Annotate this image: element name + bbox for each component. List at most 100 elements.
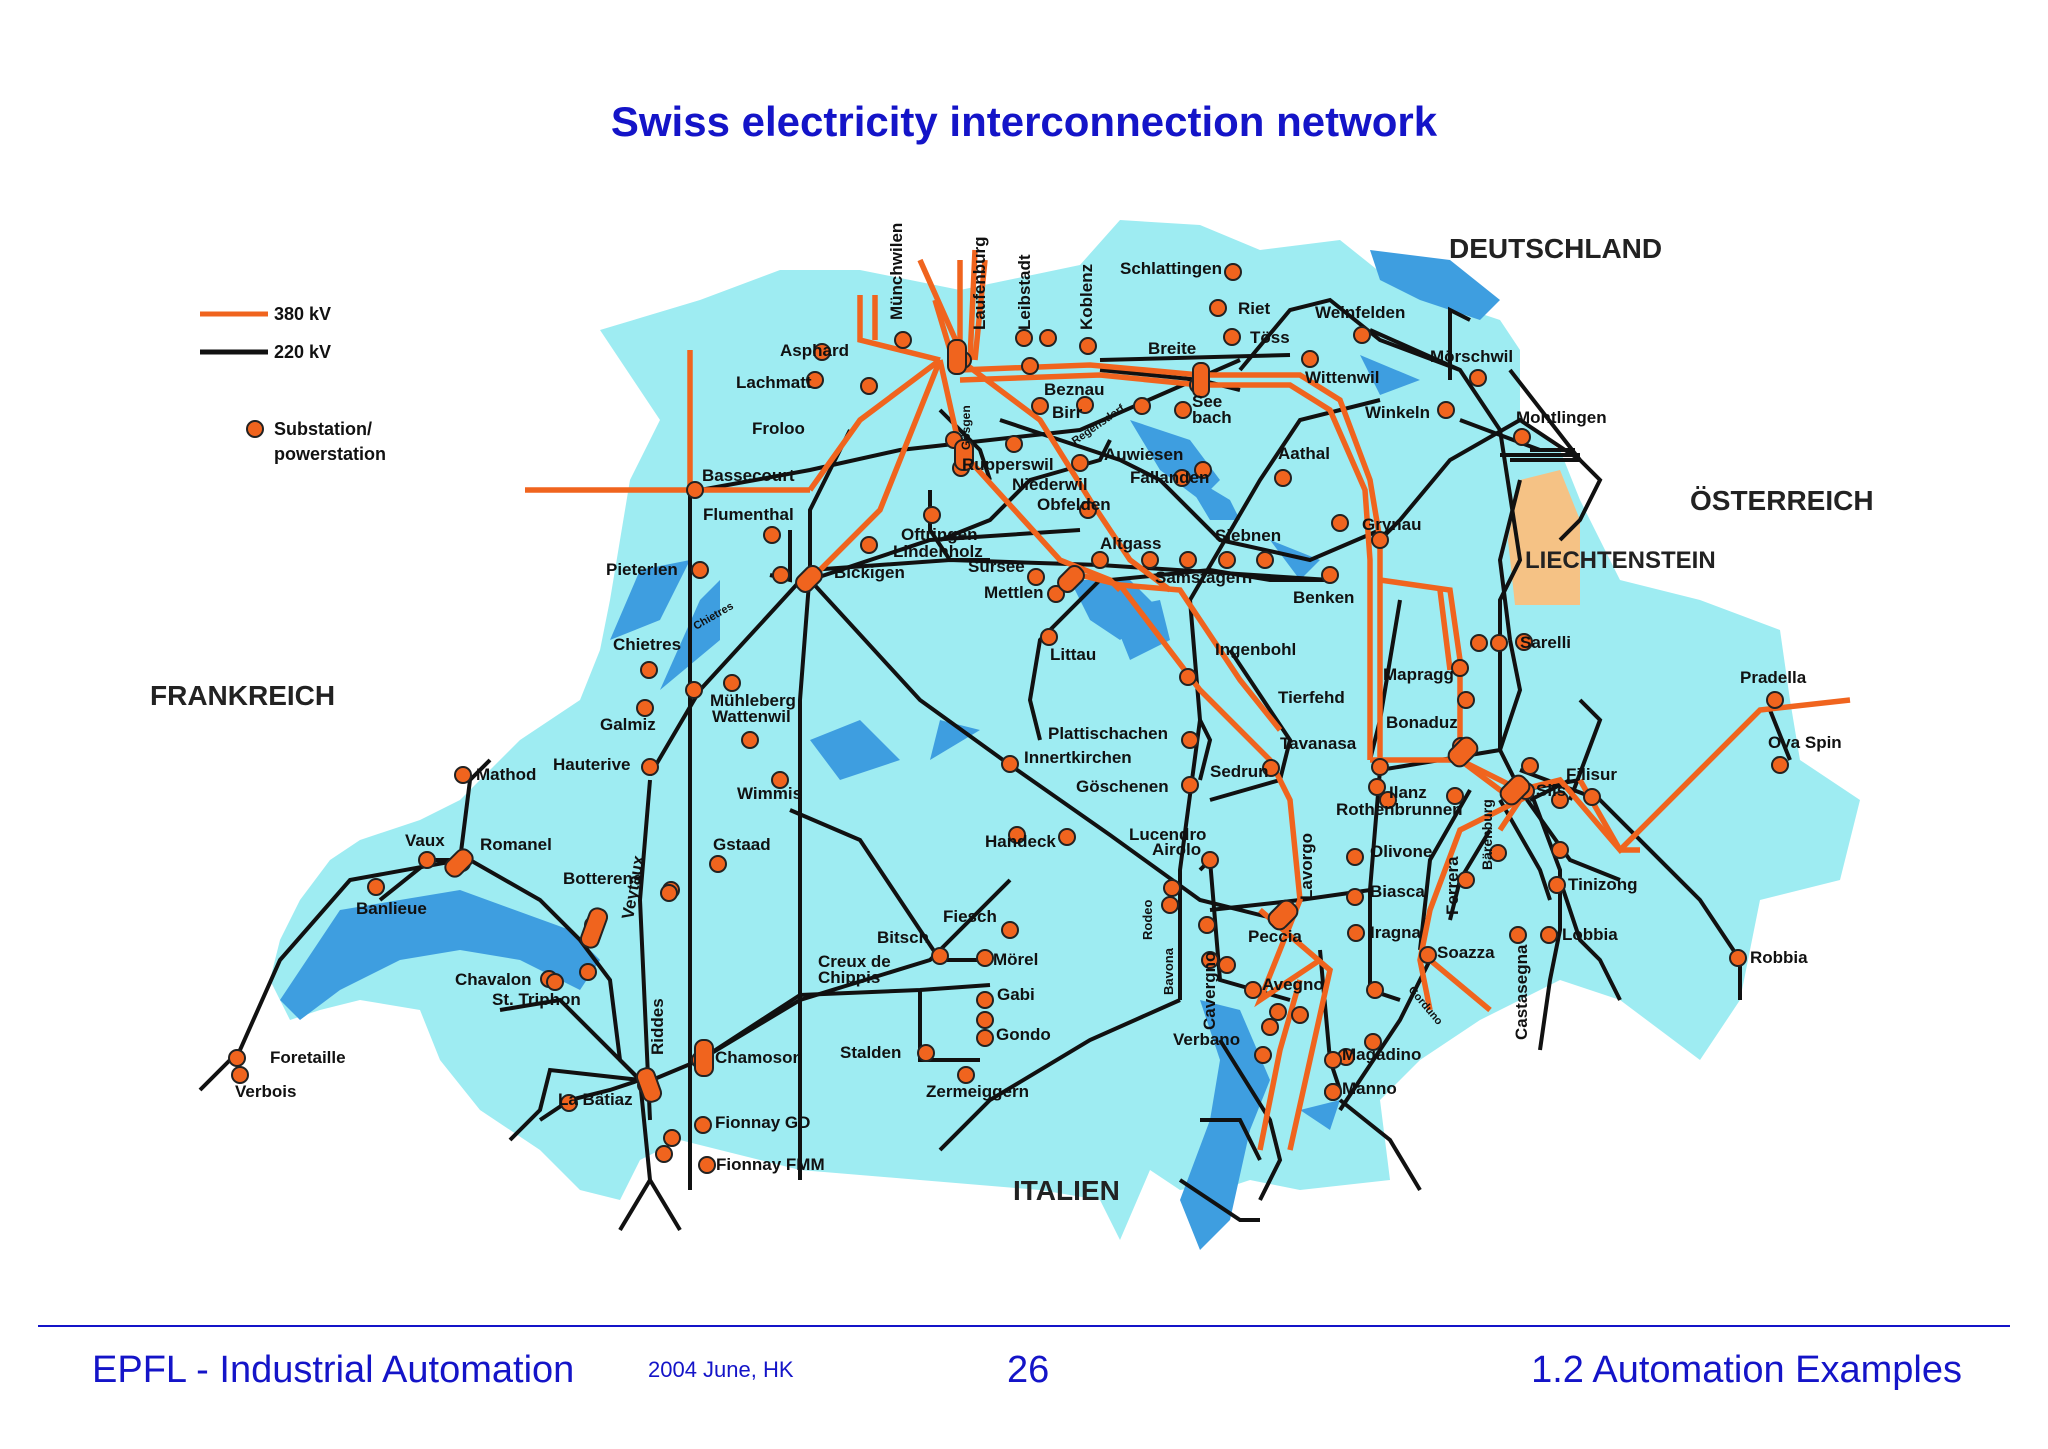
place-label: Stalden	[840, 1043, 901, 1062]
footer-section: 1.2 Automation Examples	[1531, 1349, 1962, 1391]
place-label: Tavanasa	[1280, 734, 1357, 753]
place-label: Sedrun	[1210, 762, 1269, 781]
place-label: Münchwilen	[887, 223, 906, 320]
legend-380kv: 380 kV	[274, 304, 331, 324]
place-label: bach	[1192, 408, 1232, 427]
place-label: Castasegna	[1512, 944, 1531, 1040]
place-label: Lachmatt	[736, 373, 812, 392]
place-label: Birr	[1052, 403, 1083, 422]
place-label: Bonaduz	[1386, 713, 1458, 732]
place-label: Froloo	[752, 419, 805, 438]
place-label: Wimmis	[737, 784, 802, 803]
place-label: Winkeln	[1365, 403, 1430, 422]
place-label: Rothenbrunnen	[1336, 800, 1463, 819]
country-frankreich: FRANKREICH	[150, 680, 335, 711]
place-label: Sursee	[968, 557, 1025, 576]
place-label: Niederwil	[1012, 475, 1088, 494]
place-label: Littau	[1050, 645, 1096, 664]
place-label: Chippis	[818, 968, 880, 987]
place-label: Leibstadt	[1015, 254, 1034, 330]
place-label: Gstaad	[713, 835, 771, 854]
place-label: Aathal	[1278, 444, 1330, 463]
place-label: Samstagern	[1155, 568, 1252, 587]
place-label: Mathod	[476, 765, 536, 784]
place-label: Grynau	[1362, 515, 1422, 534]
place-label: Verbois	[235, 1082, 296, 1101]
place-label: Biasca	[1370, 882, 1425, 901]
place-label: Fiesch	[943, 907, 997, 926]
place-label: Fionnay GD	[715, 1113, 810, 1132]
place-label: Gondo	[996, 1025, 1051, 1044]
place-label: Koblenz	[1077, 264, 1096, 330]
place-label: Galmiz	[600, 715, 656, 734]
place-label: Filisur	[1566, 765, 1617, 784]
place-label: Ilanz	[1389, 783, 1427, 802]
place-label: Plattischachen	[1048, 724, 1168, 743]
place-label: Bärenburg	[1479, 799, 1495, 870]
place-label: Bickigen	[834, 563, 905, 582]
place-label: Altgass	[1100, 534, 1161, 553]
place-label: Soazza	[1437, 943, 1495, 962]
place-label: Riddes	[648, 998, 667, 1055]
legend-substation-line2: powerstation	[274, 444, 386, 464]
place-label: Iragna	[1370, 923, 1422, 942]
place-label: Montlingen	[1516, 408, 1607, 427]
place-label: Manno	[1342, 1079, 1397, 1098]
place-label: Chamoson	[715, 1048, 803, 1067]
liechtenstein-area	[1508, 470, 1580, 605]
place-label: Gabi	[997, 985, 1035, 1004]
footer-divider	[38, 1325, 2010, 1327]
place-label: Cavergno	[1200, 952, 1219, 1030]
lines-380kv	[525, 249, 1851, 1151]
place-label: Oftringen	[901, 525, 978, 544]
place-label: Chietres	[613, 635, 681, 654]
country-deutschland: DEUTSCHLAND	[1449, 233, 1662, 264]
place-label: Flumenthal	[703, 505, 794, 524]
place-label: Airolo	[1152, 840, 1201, 859]
lines-220kv	[198, 297, 1792, 1232]
place-label: Lavorgo	[1297, 833, 1316, 900]
place-label: Ingenbohl	[1215, 640, 1296, 659]
place-label: Zermeiggern	[926, 1082, 1029, 1101]
place-label: Gösgen	[959, 405, 973, 450]
place-label: Benken	[1293, 588, 1354, 607]
legend-220kv: 220 kV	[274, 342, 331, 362]
place-label: Bassecourt	[702, 466, 795, 485]
place-label: Laufenburg	[970, 237, 989, 331]
place-label: Bavona	[1161, 947, 1176, 995]
place-label: Riet	[1238, 299, 1270, 318]
legend: 380 kV 220 kV Substation/ powerstation	[200, 304, 386, 464]
place-label: Hauterive	[553, 755, 630, 774]
place-label: La Bâtiaz	[558, 1090, 633, 1109]
place-label: Mühleberg	[710, 691, 796, 710]
place-label: Bitsch	[877, 928, 929, 947]
place-label: Lindenholz	[893, 542, 983, 561]
substations	[228, 263, 1789, 1174]
place-label: Mapragg	[1383, 665, 1454, 684]
place-label: Robbia	[1750, 948, 1808, 967]
footer-course: EPFL - Industrial Automation	[92, 1349, 575, 1391]
place-label: St. Triphon	[492, 990, 581, 1009]
place-label: Breite	[1148, 339, 1196, 358]
place-label: Asphard	[780, 341, 849, 360]
place-label: Obfelden	[1037, 495, 1111, 514]
place-label: Ova Spin	[1768, 733, 1842, 752]
place-label: Pieterlen	[606, 560, 678, 579]
country-italien: ITALIEN	[1013, 1175, 1120, 1206]
place-label: See	[1192, 392, 1222, 411]
place-label: Chavalon	[455, 970, 532, 989]
place-label: Wittenwil	[1305, 368, 1379, 387]
place-label: Beznau	[1044, 380, 1104, 399]
place-label: Siebnen	[1215, 526, 1281, 545]
place-label: Ferrera	[1443, 856, 1462, 915]
place-label: Peccia	[1248, 927, 1302, 946]
place-label: Auwiesen	[1104, 445, 1183, 464]
footer-date: 2004 June, HK	[648, 1357, 794, 1382]
place-label: Creux de	[818, 952, 891, 971]
place-label: Lobbia	[1562, 925, 1618, 944]
place-label: Verbano	[1173, 1030, 1240, 1049]
place-label: Weinfelden	[1315, 303, 1405, 322]
place-label: Foretaille	[270, 1048, 346, 1067]
place-label: Botterens	[563, 869, 642, 888]
